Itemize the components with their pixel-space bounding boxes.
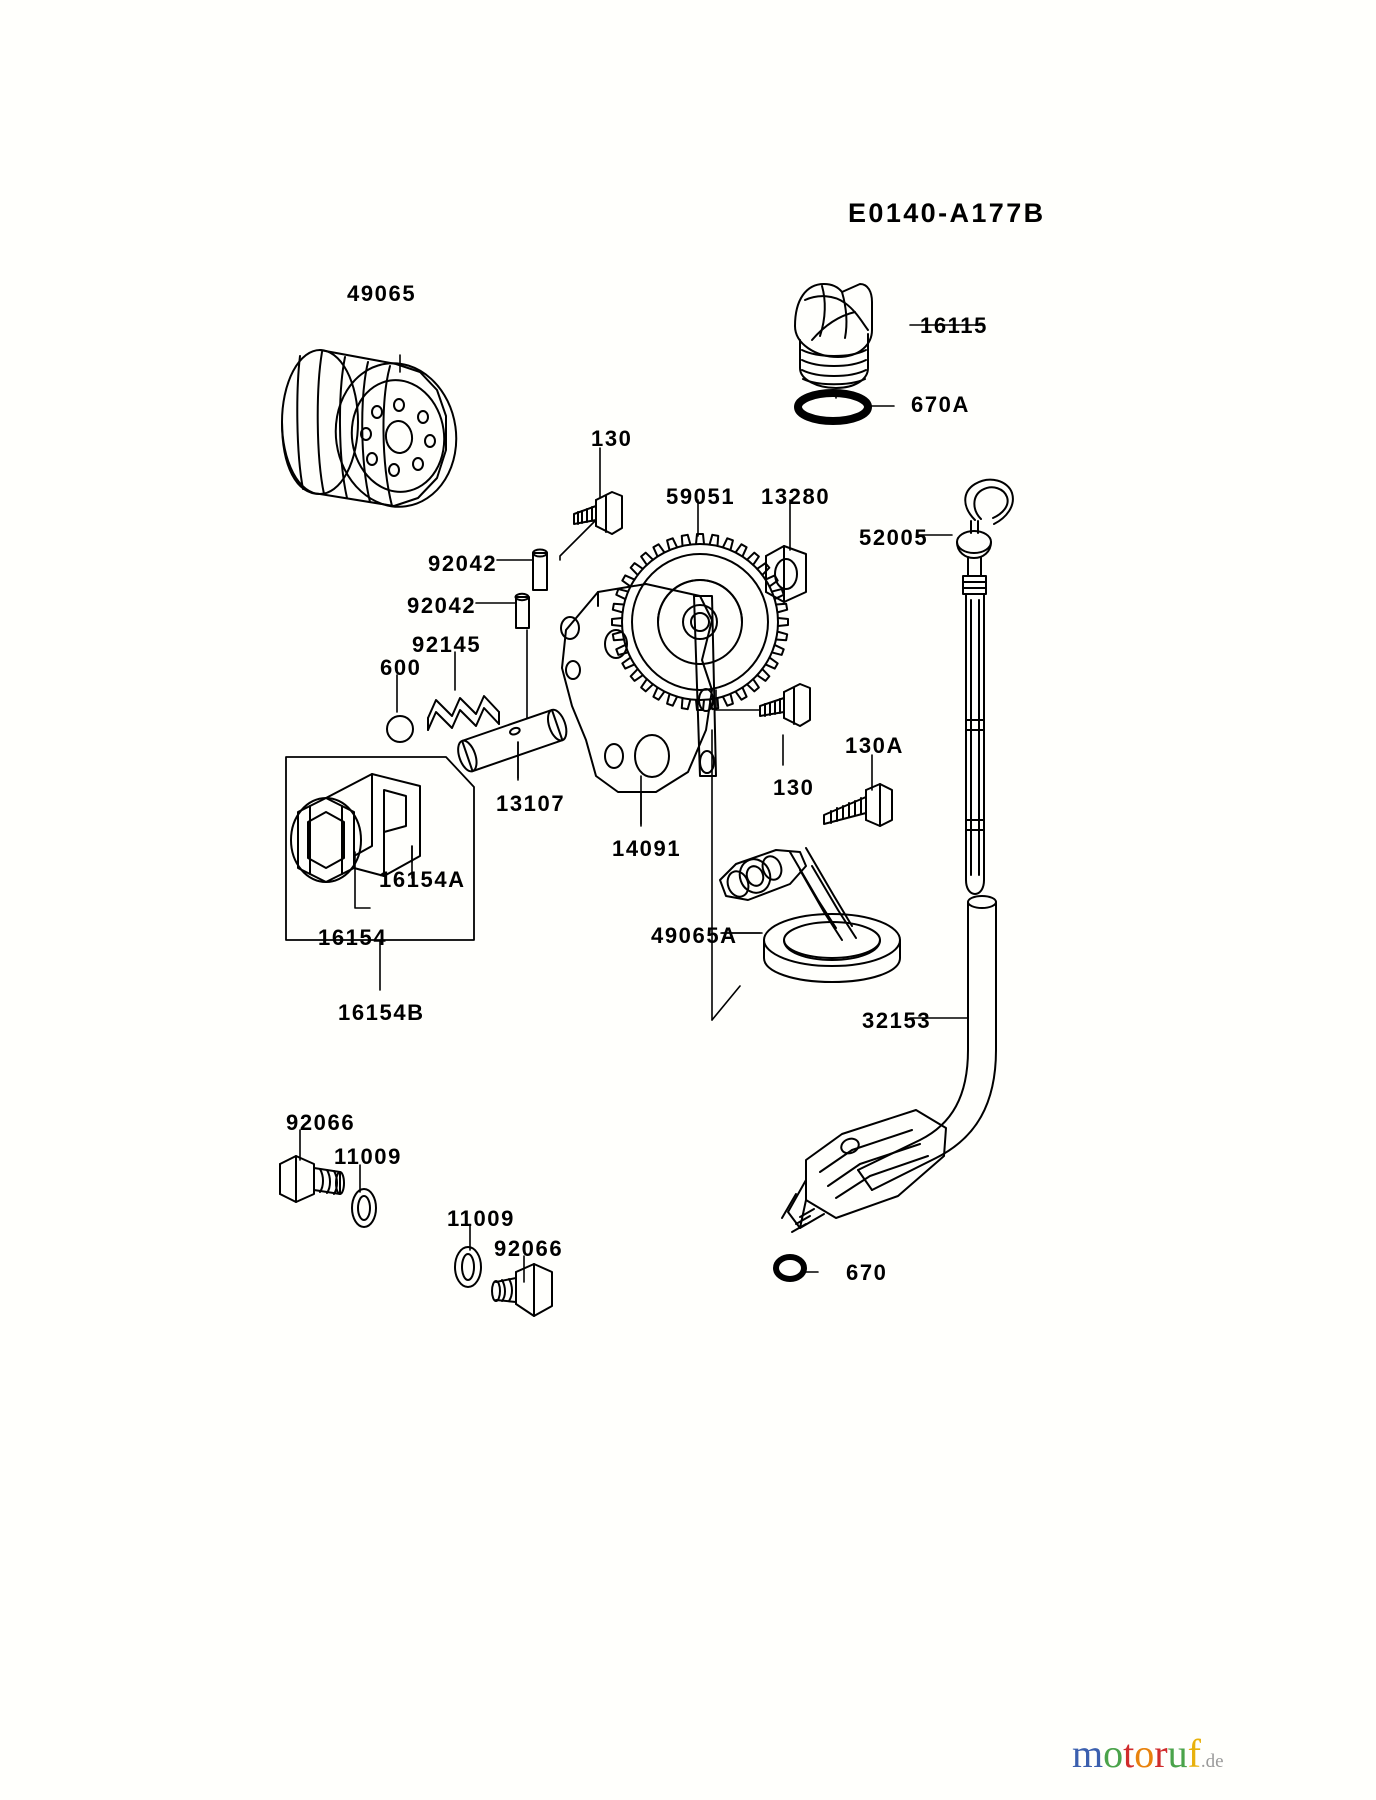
part-oil-filter-49065 — [281, 349, 458, 508]
part-nut-13280 — [765, 499, 807, 603]
watermark-letter: m — [1072, 1731, 1104, 1776]
part-o-ring-670a — [794, 389, 895, 425]
part-label-bolt-130-upper: 130 — [591, 426, 633, 451]
watermark-letter: f — [1187, 1731, 1201, 1776]
part-label-oil-screen-49065a: 49065A — [651, 923, 738, 948]
part-label-socket-16154: 16154 — [318, 925, 388, 950]
part-label-bolt-130a: 130A — [845, 733, 904, 758]
part-label-o-ring-670: 670 — [846, 1260, 888, 1285]
part-label-bolt-92066-lower: 92066 — [494, 1236, 564, 1261]
part-label-dipstick-52005: 52005 — [859, 525, 929, 550]
part-label-washer-11009-upper: 11009 — [334, 1144, 402, 1169]
part-label-pin-92042-upper: 92042 — [428, 551, 498, 576]
part-socket-kit-16154b — [285, 756, 475, 991]
part-bolt-130a — [823, 754, 893, 827]
part-washer-11009-upper — [351, 1164, 377, 1228]
part-label-relief-valve-13107: 13107 — [496, 791, 566, 816]
part-dipstick-52005 — [917, 478, 1014, 895]
part-bolt-130-lower — [759, 683, 811, 766]
part-oil-fill-cap-16115 — [794, 283, 985, 389]
part-label-oil-fill-cap: 16115 — [920, 313, 988, 338]
part-label-oil-pump-gear: 59051 — [666, 484, 736, 509]
part-shaft-13107 — [457, 708, 568, 781]
part-bolt-130-upper — [573, 447, 623, 535]
part-spring-92145 — [427, 651, 500, 731]
watermark-letter: t — [1123, 1731, 1135, 1776]
part-ball-600 — [386, 674, 414, 743]
part-bolt-92066-lower — [491, 1255, 553, 1317]
leader-lines — [411, 519, 761, 1021]
part-pin-92042-lower — [475, 592, 530, 629]
part-label-nut-13280: 13280 — [761, 484, 831, 509]
part-label-oil-pump-body-14091: 14091 — [612, 836, 682, 861]
part-oil-pump-gear-59051 — [611, 499, 789, 711]
diagram-code: E0140-A177B — [848, 198, 1046, 228]
watermark-letter: o — [1134, 1731, 1155, 1776]
part-label-socket-assy-16154b: 16154B — [338, 1000, 425, 1025]
part-washer-11009-lower — [454, 1225, 482, 1288]
part-label-socket-16154a: 16154A — [379, 867, 466, 892]
watermark-tld: .de — [1200, 1751, 1224, 1772]
part-bolt-92066-upper — [279, 1129, 345, 1203]
motoruf-watermark: motoruf.de — [1072, 1734, 1224, 1774]
part-drain-hose-32153 — [781, 895, 997, 1233]
watermark-letter: r — [1154, 1731, 1168, 1776]
watermark-letter: o — [1103, 1731, 1124, 1776]
part-label-ball-600: 600 — [380, 655, 422, 680]
part-label-o-ring-670a: 670A — [911, 392, 970, 417]
part-label-bolt-92066-upper: 92066 — [286, 1110, 356, 1135]
watermark-letter: u — [1167, 1731, 1188, 1776]
part-label-pin-92042-lower: 92042 — [407, 593, 477, 618]
part-label-oil-filter: 49065 — [347, 281, 417, 306]
part-o-ring-670 — [773, 1254, 819, 1282]
part-pin-92042-upper — [496, 548, 548, 591]
part-label-bolt-130-lower: 130 — [773, 775, 815, 800]
part-oil-screen-49065a — [719, 847, 901, 983]
part-label-spring-92145: 92145 — [412, 632, 482, 657]
part-label-drain-hose-32153: 32153 — [862, 1008, 932, 1033]
part-label-washer-11009-lower: 11009 — [447, 1206, 515, 1231]
part-cover-14091 — [560, 583, 717, 827]
